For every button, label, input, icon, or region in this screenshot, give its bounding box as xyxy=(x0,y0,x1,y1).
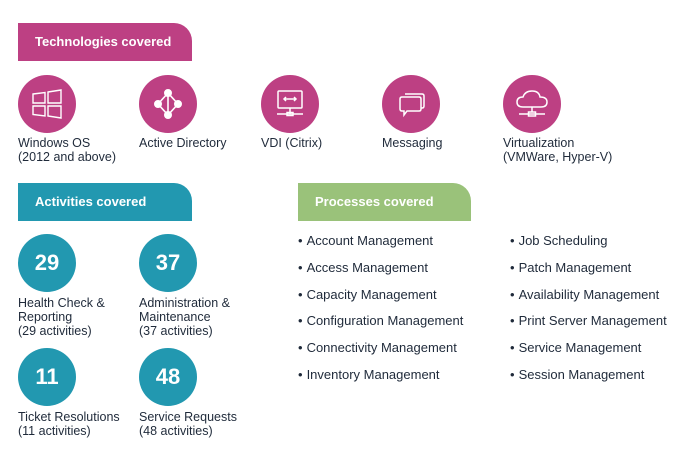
process-label: Patch Management xyxy=(518,259,632,275)
technologies-banner: Technologies covered xyxy=(18,23,192,61)
processes-banner: Processes covered xyxy=(298,183,471,221)
process-list-item: •Session Management xyxy=(510,367,644,382)
process-list-item: •Connectivity Management xyxy=(298,340,457,355)
process-list-item: •Availability Management xyxy=(510,287,659,302)
windows-icon xyxy=(18,75,76,133)
process-label: Account Management xyxy=(306,233,434,248)
bullet: • xyxy=(510,367,515,382)
process-label: Session Management xyxy=(518,367,645,382)
process-label: Availability Management xyxy=(518,286,660,302)
process-label: Job Scheduling xyxy=(518,233,608,248)
process-list-item: •Print Server Management xyxy=(510,313,667,328)
bullet: • xyxy=(510,286,515,302)
activity-label-service-requests: Service Requests(48 activities) xyxy=(139,410,237,438)
tech-label-virtualization: Virtualization(VMWare, Hyper-V) xyxy=(503,136,613,164)
bullet: • xyxy=(298,259,303,275)
bullet: • xyxy=(298,286,303,302)
activity-count-badge: 48 xyxy=(139,348,197,406)
monitor-icon xyxy=(261,75,319,133)
bullet: • xyxy=(510,259,515,275)
activity-label-ticket-resolutions: Ticket Resolutions(11 activities) xyxy=(18,410,120,438)
activity-count-badge: 29 xyxy=(18,234,76,292)
activity-count: 37 xyxy=(155,250,181,275)
process-label: Service Management xyxy=(518,340,642,356)
process-list-item: •Configuration Management xyxy=(298,313,463,328)
cloud-network-icon xyxy=(503,75,561,133)
activity-label-health-check: Health Check &Reporting(29 activities) xyxy=(18,296,105,338)
tech-label-messaging: Messaging xyxy=(382,136,443,150)
activity-count: 48 xyxy=(155,364,181,389)
process-label: Access Management xyxy=(306,259,428,275)
process-label: Inventory Management xyxy=(306,367,440,382)
activity-count: 29 xyxy=(34,250,60,275)
bullet: • xyxy=(298,313,303,329)
process-label: Print Server Management xyxy=(518,313,667,329)
chat-bubbles-icon xyxy=(382,75,440,133)
network-nodes-icon xyxy=(139,75,197,133)
tech-label-active-directory: Active Directory xyxy=(139,136,227,150)
process-list-item: •Service Management xyxy=(510,340,641,355)
bullet: • xyxy=(298,233,303,248)
bullet: • xyxy=(510,340,515,356)
process-list-item: •Inventory Management xyxy=(298,367,440,382)
bullet: • xyxy=(510,233,515,248)
process-label: Capacity Management xyxy=(306,286,437,302)
activity-label-administration: Administration &Maintenance(37 activitie… xyxy=(139,296,231,338)
bullet: • xyxy=(510,313,515,329)
process-list-item: •Capacity Management xyxy=(298,287,437,302)
process-list-item: •Access Management xyxy=(298,260,428,275)
bullet: • xyxy=(298,340,303,356)
activity-count-badge: 37 xyxy=(139,234,197,292)
tech-label-windows: Windows OS(2012 and above) xyxy=(18,136,116,164)
process-label: Configuration Management xyxy=(306,313,464,329)
tech-label-vdi: VDI (Citrix) xyxy=(261,136,323,150)
activities-banner: Activities covered xyxy=(18,183,192,221)
bullet: • xyxy=(298,367,303,382)
process-label: Connectivity Management xyxy=(306,340,457,356)
process-list-item: •Account Management xyxy=(298,233,433,248)
process-list-item: •Job Scheduling xyxy=(510,233,607,248)
activity-count: 11 xyxy=(35,364,59,389)
activity-count-badge: 11 xyxy=(18,348,76,406)
process-list-item: •Patch Management xyxy=(510,260,631,275)
